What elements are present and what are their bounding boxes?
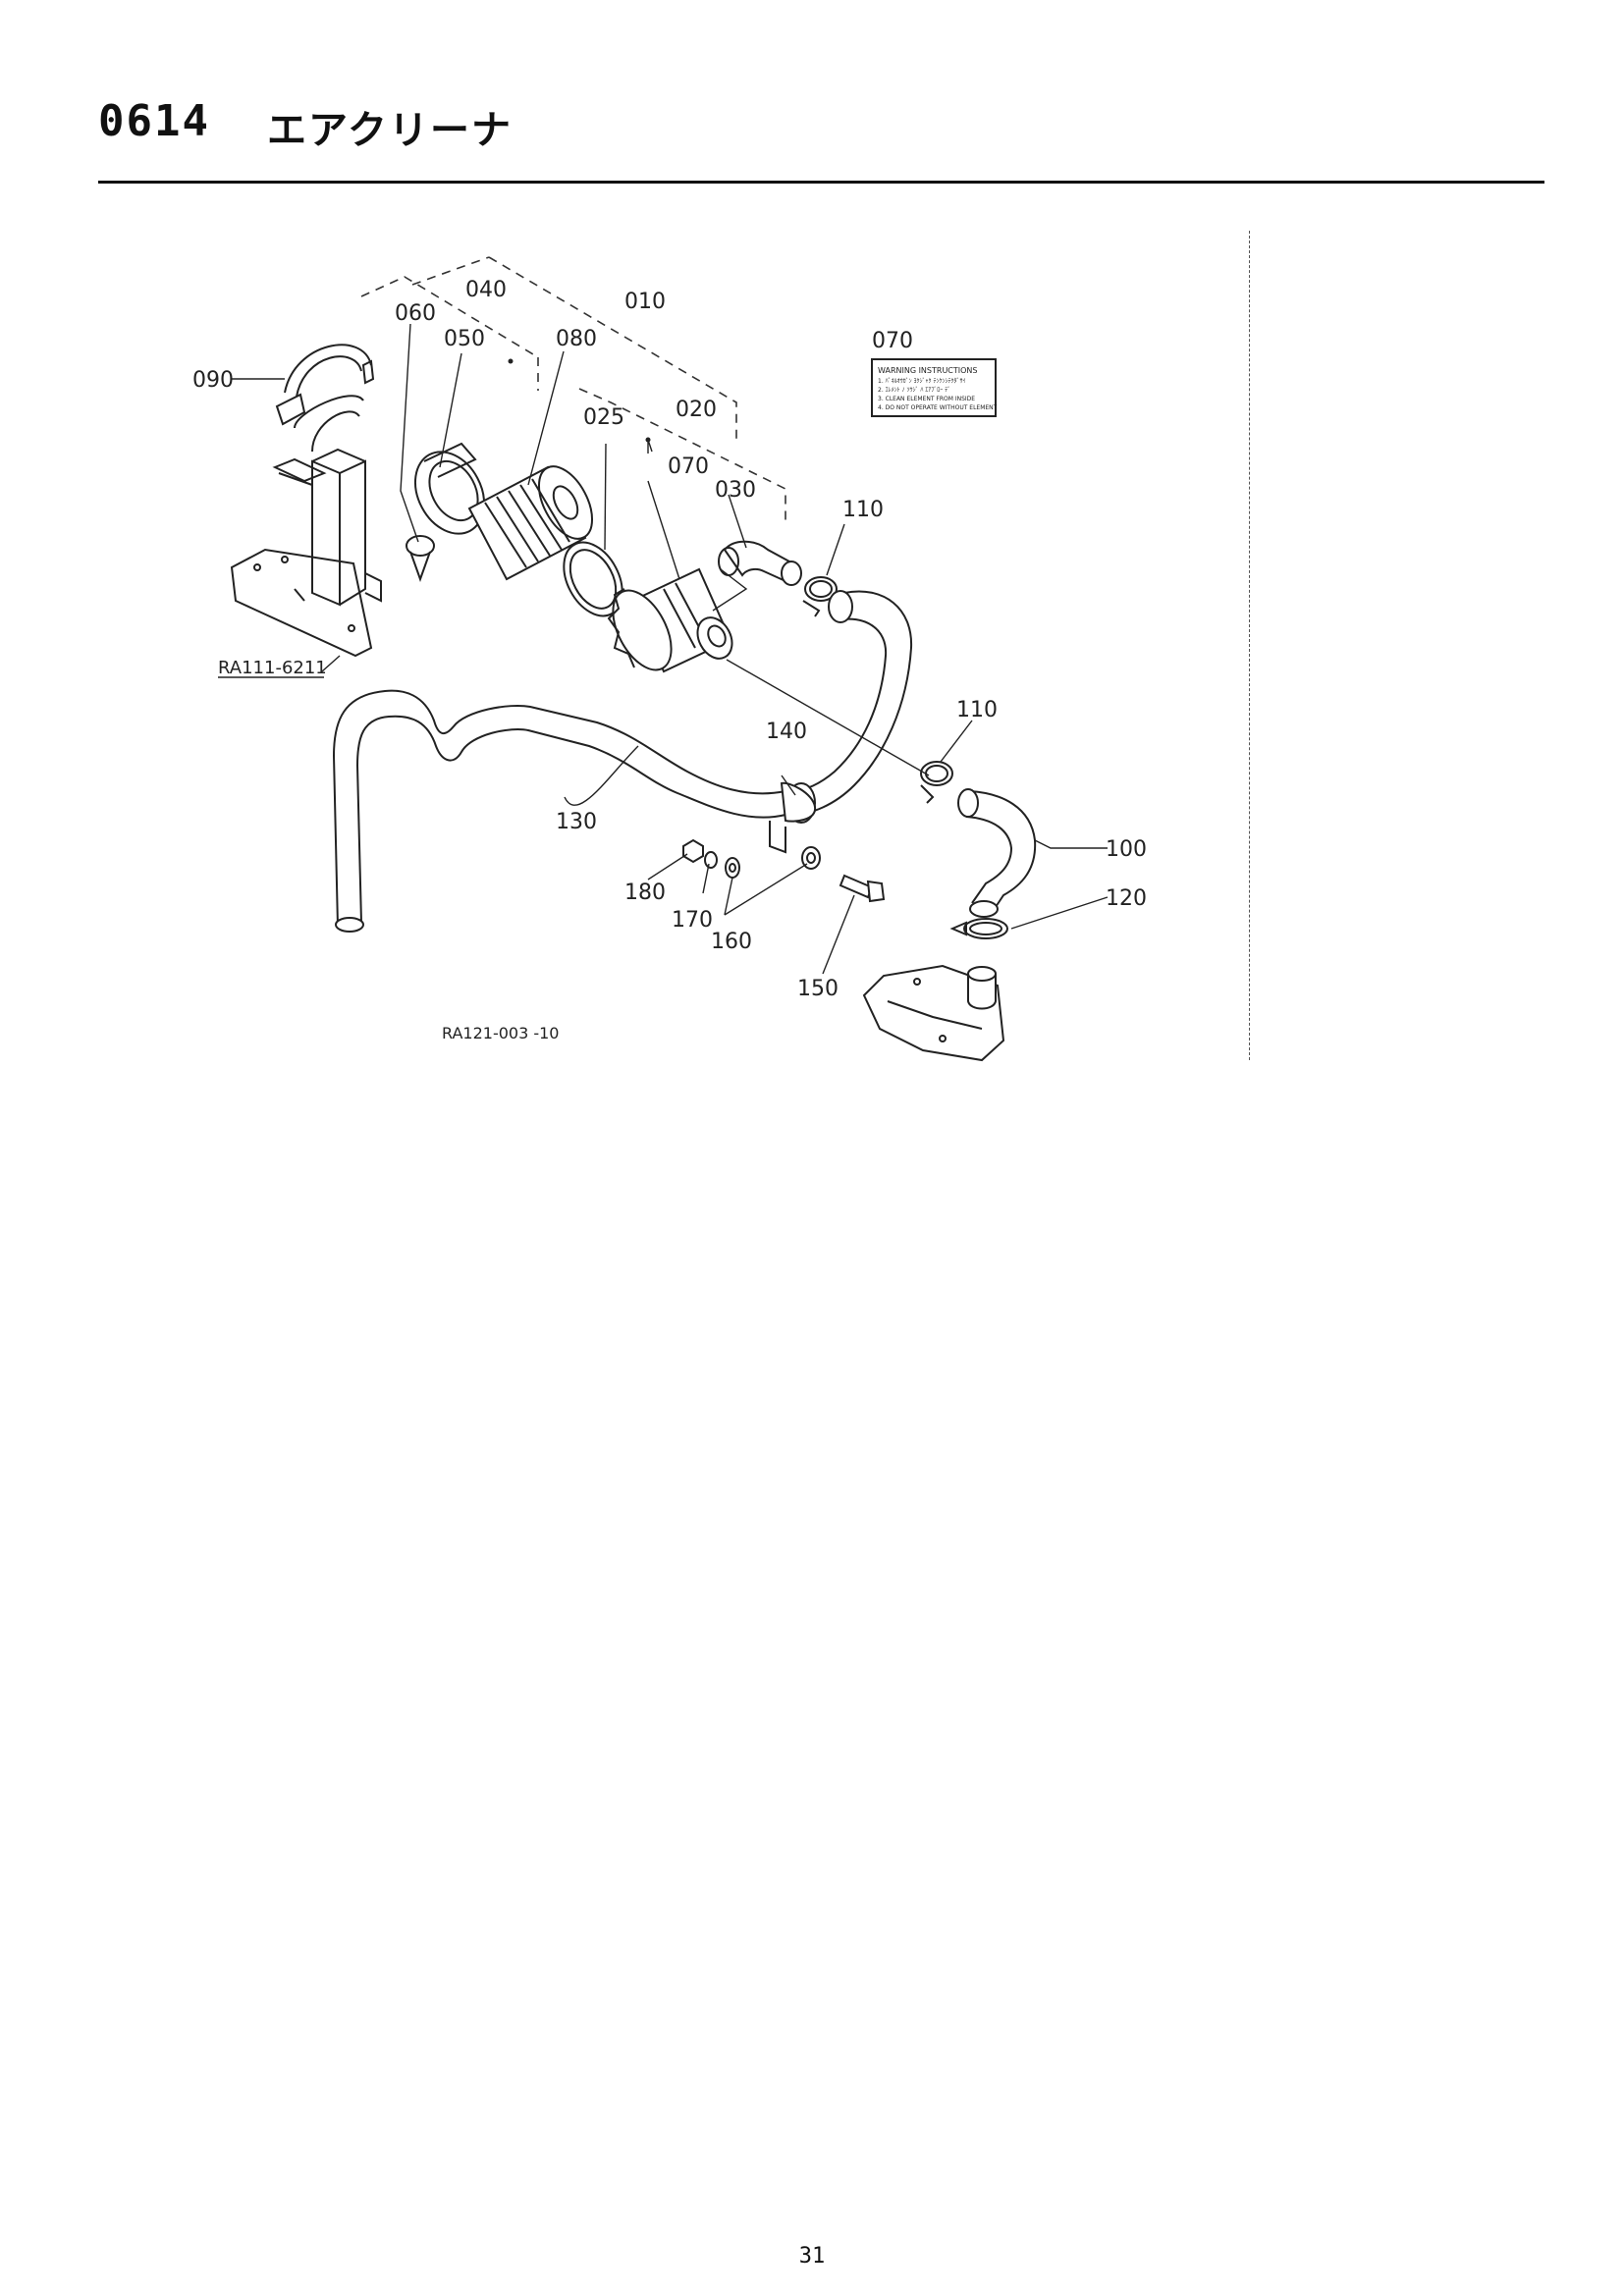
assembly-brackets [360, 256, 786, 526]
intake-hose-140 [786, 590, 913, 824]
washer-160-a [725, 857, 740, 879]
callout-040: 040 [465, 278, 507, 302]
callout-050: 050 [444, 327, 485, 351]
hose-clamp-120 [949, 918, 1008, 939]
callout-080: 080 [556, 327, 597, 351]
elbow-030 [718, 540, 802, 586]
hose-clamp-110-lower [920, 761, 953, 804]
reference-code: RA111-6211 [218, 658, 327, 678]
o-ring-025 [563, 541, 623, 617]
label-line-1: WARNING INSTRUCTIONS [878, 366, 978, 375]
callout-025: 025 [583, 405, 624, 430]
figure-id: RA121-003 -10 [442, 1024, 559, 1042]
callout-070: 070 [668, 454, 709, 479]
pipe-clip-140 [769, 781, 817, 854]
callout-110-upper: 110 [842, 498, 884, 522]
reference-code-text: RA111-6211 [218, 658, 327, 678]
callout-180: 180 [624, 881, 666, 905]
mounting-bracket [230, 448, 382, 658]
section-number: 0614 [98, 96, 210, 146]
air-cleaner-exploded-diagram: 090 060 040 050 010 080 025 020 070 030 … [192, 256, 1147, 1062]
callout-010: 010 [624, 290, 666, 314]
header-rule [98, 181, 1544, 184]
intake-manifold [862, 964, 1005, 1062]
callout-120: 120 [1106, 886, 1147, 911]
label-line-2: 1. ﾊﾟﾈﾙｵｳｶﾞﾝ ﾖｸｼﾞｬｸ ﾃﾝｹﾝｼﾃｸﾀﾞｻｲ [878, 378, 965, 385]
callout-030: 030 [715, 478, 756, 503]
hose-clamp-110-upper [802, 576, 838, 617]
callout-130: 130 [556, 810, 597, 834]
band-clamp-090 [275, 344, 375, 453]
section-title: エアクリーナ [267, 108, 513, 153]
column-divider [1249, 231, 1250, 1060]
washer-160-b [801, 846, 821, 870]
evacuator-valve-060 [406, 535, 435, 582]
callout-090: 090 [192, 368, 234, 393]
callout-150: 150 [797, 977, 839, 1001]
label-line-5: 4. DO NOT OPERATE WITHOUT ELEMENT [878, 404, 998, 411]
callout-110-lower: 110 [956, 698, 998, 722]
callout-100: 100 [1106, 837, 1147, 862]
elbow-hose-100 [957, 788, 1037, 918]
callout-labels: 090 060 040 050 010 080 025 020 070 030 … [192, 278, 1147, 1001]
nut-180 [682, 838, 704, 864]
callout-170: 170 [672, 908, 713, 933]
page-header: 0614 エアクリーナ [98, 88, 1551, 153]
element-080 [467, 465, 594, 581]
callout-140: 140 [766, 720, 807, 744]
page-number: 31 [798, 2244, 826, 2269]
label-line-3: 2. ｴﾚﾒﾝﾄ ﾉ ｿｳｼﾞ ﾊ ｴｱﾌﾞﾛｰ ﾃﾞ [878, 387, 950, 394]
washer-170 [704, 851, 718, 869]
callout-020: 020 [676, 398, 717, 422]
cover-050 [413, 442, 486, 535]
label-line-4: 3. CLEAN ELEMENT FROM INSIDE [878, 396, 975, 402]
label-callout-070: 070 [872, 329, 913, 353]
leader-lines [232, 323, 1109, 975]
assembly-axis-line [726, 659, 930, 776]
assembly-axis-line-2 [712, 568, 748, 612]
instruction-label-070: 070 WARNING INSTRUCTIONS 1. ﾊﾟﾈﾙｵｳｶﾞﾝ ﾖｸ… [871, 329, 998, 417]
cleaner-body-020 [607, 567, 733, 673]
callout-060: 060 [395, 301, 436, 326]
pipe-130 [332, 689, 786, 933]
callout-160: 160 [711, 930, 752, 954]
bolt-150 [839, 874, 886, 903]
